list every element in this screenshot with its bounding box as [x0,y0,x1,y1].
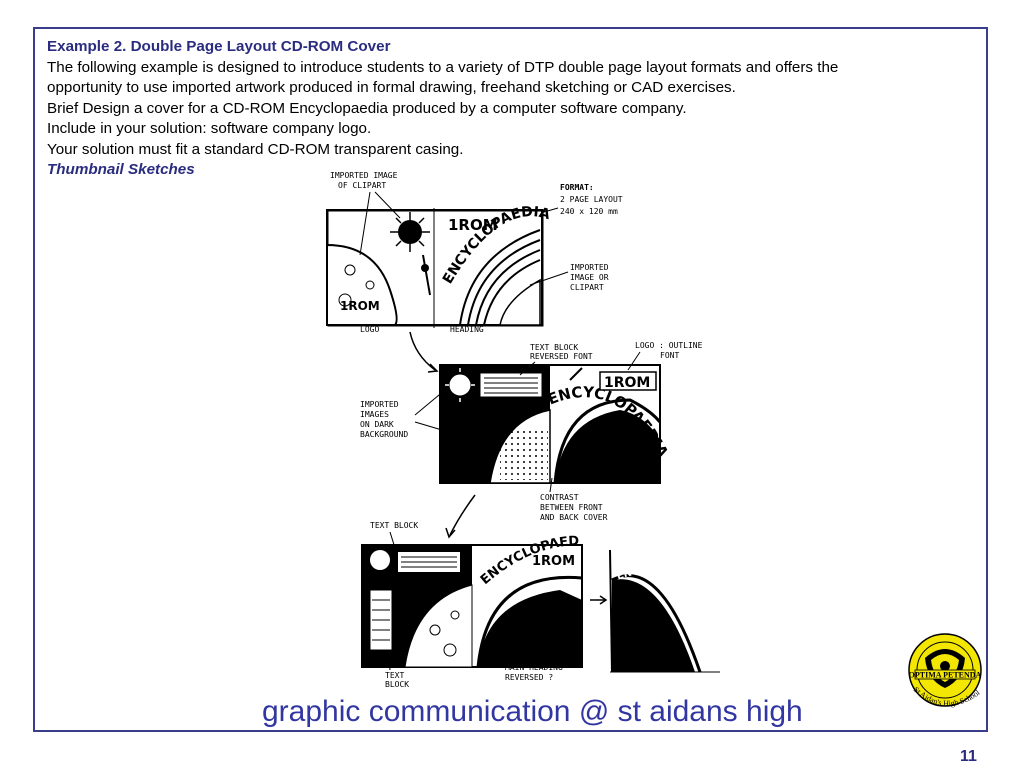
label-text-block-bottom: TEXT [385,671,404,680]
label-contrast-2: BETWEEN FRONT [540,503,603,512]
school-crest-logo: OPTIMA PETENDA St Aidan's High School [908,633,982,708]
label-text-block-bottom-2: BLOCK [385,680,409,689]
heading: Example 2. Double Page Layout CD-ROM Cov… [47,38,391,55]
label-imported-dark-4: BACKGROUND [360,430,408,439]
label-imported-dark: IMPORTED [360,400,399,409]
sketch-2: ENCYCLOPAEDIA 1ROM TEXT BLOCK REVERSED F… [360,341,703,522]
label-heading: HEADING [450,325,484,334]
sketch-1: ENCYCLOPAEDIA 1ROM 1ROM IMPORTED IMAGE O… [326,171,623,334]
text-block: Example 2. Double Page Layout CD-ROM Cov… [47,37,977,181]
label-text-block-reversed-2: REVERSED FONT [530,352,593,361]
label-format: FORMAT: [560,183,594,192]
label-logo: LOGO [360,325,379,334]
thumbnail-heading: Thumbnail Sketches [47,161,195,178]
label-contrast-3: AND BACK COVER [540,513,608,522]
label-imported-clipart-right-2: IMAGE OR [570,273,609,282]
paragraph-line: Brief Design a cover for a CD-ROM Encycl… [47,99,687,117]
paragraph-line: Include in your solution: software compa… [47,120,372,137]
label-imported-dark-2: IMAGES [360,410,389,419]
label-text-block-reversed: TEXT BLOCK [530,343,578,352]
rom-logo-back: 1ROM [340,299,380,313]
label-text-block: TEXT BLOCK [370,521,418,530]
label-logo-outline: LOGO : OUTLINE [635,341,703,350]
label-imported-dark-3: ON DARK [360,420,394,429]
label-format-3: 240 x 120 mm [560,207,618,216]
slide-frame [33,27,988,732]
paragraph-line: opportunity to use imported artwork prod… [47,79,736,96]
page-number: 11 [960,748,977,765]
label-imported-clipart-top: IMPORTED IMAGE [330,171,398,180]
rom-logo-mid: 1ROM [604,375,650,391]
label-logo-outline-2: FONT [660,351,679,360]
rom-logo-bottom: 1ROM [532,554,575,569]
thumbnail-sketches-illustration: ENCYCLOPAEDIA 1ROM 1ROM IMPORTED IMAGE O… [300,160,720,689]
footer-text: graphic communication @ st aidans high [262,695,803,728]
paragraph-line: The following example is designed to int… [47,58,839,76]
label-imported-clipart-right-3: CLIPART [570,283,604,292]
label-imported-clipart-right: IMPORTED [570,263,609,272]
label-main-heading: MAIN HEADING [505,663,563,672]
label-main-heading-2: REVERSED ? [505,673,553,682]
rom-logo-front: 1ROM [448,216,498,234]
crest-motto: OPTIMA PETENDA [909,671,982,680]
label-imported-clipart-top-2: OF CLIPART [338,181,386,190]
label-format-2: 2 PAGE LAYOUT [560,195,623,204]
paragraph-line: Your solution must fit a standard CD-ROM… [47,140,464,158]
label-contrast: CONTRAST [540,493,579,502]
